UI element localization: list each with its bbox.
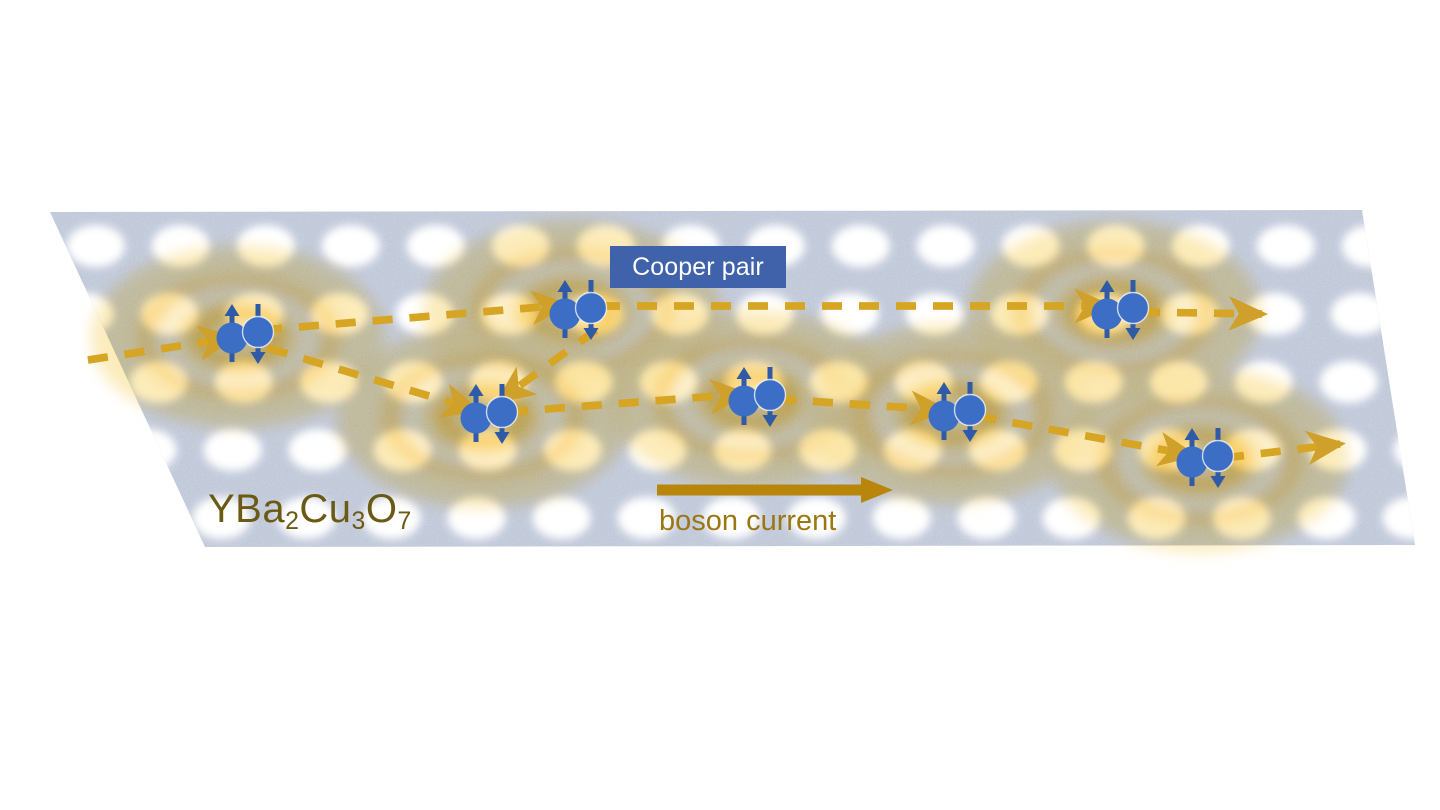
- lattice-hole: [0, 225, 40, 267]
- boson-path-dashed: [495, 326, 599, 404]
- boson-current-arrow: [657, 477, 893, 503]
- lattice-hole: [532, 497, 591, 539]
- lattice-hole: [203, 429, 262, 471]
- lattice-hole: [957, 497, 1016, 539]
- cooper-pair: [460, 384, 519, 444]
- spin-down-head: [762, 415, 778, 427]
- boson-current-label-text: boson current: [659, 505, 837, 537]
- electron-spin-up: [728, 385, 760, 417]
- electron-spin-down: [753, 378, 787, 412]
- spin-down-head: [1210, 476, 1226, 488]
- lattice-hole: [1330, 293, 1389, 335]
- lattice-hole: [1382, 497, 1415, 539]
- boson-path-dashed: [87, 326, 238, 364]
- lattice-hole: [916, 225, 975, 267]
- lattice-hole: [617, 497, 676, 539]
- electron-spin-up: [216, 322, 248, 354]
- lattice-hole: [277, 497, 336, 539]
- electron-spin-up: [549, 298, 581, 330]
- formula-sub-2: 2: [285, 507, 300, 535]
- boson-path-dashed: [507, 379, 750, 416]
- formula-sub-3: 3: [351, 507, 366, 535]
- lattice-hole: [50, 361, 103, 403]
- electron-spin-up: [1091, 298, 1123, 330]
- electron-spin-down: [1116, 291, 1150, 325]
- cooper-pair: [928, 382, 987, 442]
- cooper-pair: [1176, 428, 1235, 488]
- lattice-hole: [702, 497, 761, 539]
- cooper-pair: [728, 367, 787, 427]
- boson-path-dashed: [1223, 430, 1346, 466]
- boson-current-head: [861, 477, 893, 503]
- boson-current-label: boson current: [659, 505, 836, 538]
- lattice-hole: [192, 497, 251, 539]
- spin-down-head: [583, 328, 599, 340]
- lattice-hole: [66, 225, 125, 267]
- spin-down-head: [494, 432, 510, 444]
- cooper-pair: [216, 304, 275, 364]
- formula-sub-7: 7: [397, 507, 412, 535]
- spin-up-head: [557, 280, 573, 292]
- spin-down-head: [250, 352, 266, 364]
- lattice-hole: [1319, 361, 1378, 403]
- lattice-hole: [321, 225, 380, 267]
- lattice-hole: [107, 497, 166, 539]
- boson-path-dashed: [261, 290, 571, 334]
- lattice-hole: [1404, 361, 1415, 403]
- lattice-hole: [872, 497, 931, 539]
- boson-trajectories: [87, 288, 1346, 466]
- lattice-hole: [406, 225, 465, 267]
- boson-path-dashed: [775, 390, 950, 425]
- lattice-hole: [787, 497, 846, 539]
- electron-spin-up: [1176, 446, 1208, 478]
- cooper-pair-label-text: Cooper pair: [632, 252, 764, 281]
- spin-up-head: [1099, 280, 1115, 292]
- lattice-hole: [288, 429, 347, 471]
- electron-spin-down: [485, 395, 519, 429]
- spin-up-head: [224, 304, 240, 316]
- cooper-pair-symbols: [216, 280, 1235, 488]
- spin-down-head: [1125, 328, 1141, 340]
- spin-down-head: [962, 430, 978, 442]
- lattice-hole: [1427, 225, 1440, 267]
- spin-up-head: [736, 367, 752, 379]
- formula-o: O: [365, 487, 398, 531]
- lattice-hole: [1341, 225, 1400, 267]
- electron-spin-down: [574, 291, 608, 325]
- lattice-hole: [831, 225, 890, 267]
- cooper-pair: [549, 280, 608, 340]
- lattice-hole: [118, 429, 177, 471]
- spin-up-head: [468, 384, 484, 396]
- compound-formula-label: YBa2Cu3O7: [208, 487, 412, 535]
- electron-spin-down: [1201, 439, 1235, 473]
- lattice-hole: [1256, 225, 1315, 267]
- cooper-pair-label: Cooper pair: [610, 246, 786, 288]
- formula-cu: Cu: [299, 487, 352, 531]
- lattice-hole: [1416, 293, 1440, 335]
- spin-up-head: [936, 382, 952, 394]
- spin-up-head: [1184, 428, 1200, 440]
- electron-spin-up: [460, 402, 492, 434]
- cooper-pair: [1091, 280, 1150, 340]
- formula-y-ba: YBa: [208, 487, 286, 531]
- electron-spin-down: [953, 393, 987, 427]
- electron-spin-up: [928, 400, 960, 432]
- electron-spin-down: [241, 315, 275, 349]
- lattice-hole: [362, 497, 421, 539]
